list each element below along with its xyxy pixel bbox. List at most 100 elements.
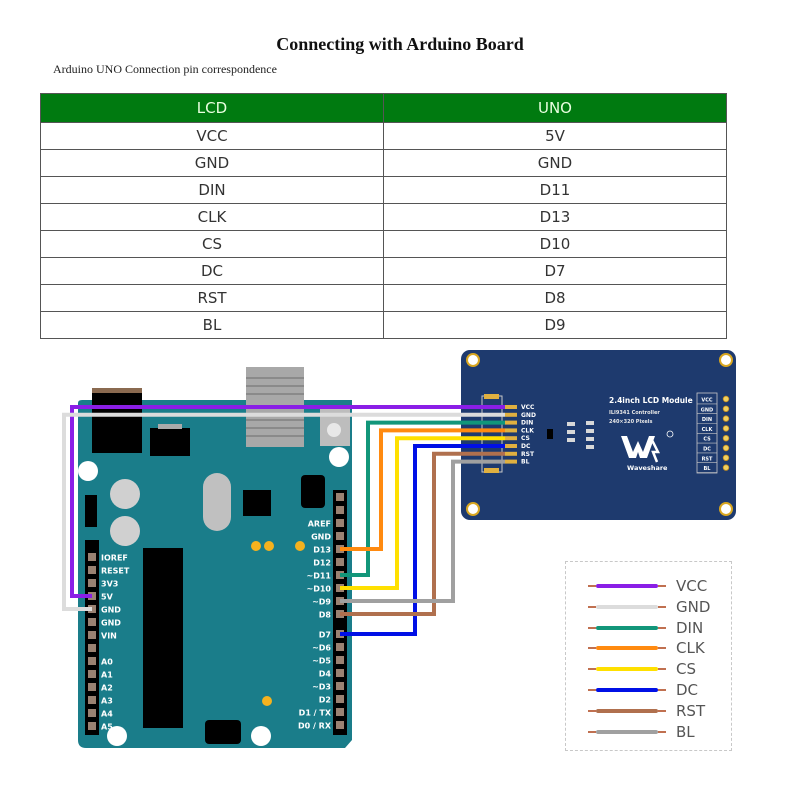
uno-pin-cell: 5V (383, 122, 727, 150)
voltage-regulator (150, 428, 190, 456)
reset-button-cap (327, 423, 341, 437)
mounting-hole (78, 461, 98, 481)
lcd-pin-label: VCC (521, 404, 535, 411)
wire-rst (340, 451, 505, 616)
lcd-controller-text: ILI9341 Controller (609, 410, 660, 416)
lcd-pad (505, 412, 517, 417)
legend-label: CS (676, 660, 696, 678)
wire-swatch (588, 688, 666, 692)
legend-label: DC (676, 681, 699, 699)
lcd-pin-cell: GND (40, 149, 384, 177)
right-header-pins: AREFGNDD13D12~D11~D10~D9D8D7~D6~D5D4~D3D… (298, 493, 344, 731)
lcd-pad (505, 444, 517, 448)
header-pin (88, 579, 96, 587)
lcd-pin-label: CLK (521, 427, 534, 434)
pin-label: ~D6 (312, 644, 331, 653)
lcd-header-label: DC (703, 447, 711, 453)
header-pin (88, 670, 96, 678)
legend-label: VCC (676, 577, 708, 595)
header-pin (88, 709, 96, 717)
pin-label: GND (101, 619, 121, 628)
wire-clk (340, 428, 505, 551)
pin-label: 5V (101, 593, 114, 602)
fuse (85, 495, 97, 527)
lcd-pcb (461, 350, 736, 520)
lcd-header-label: GND (701, 407, 713, 413)
header-pin (336, 695, 344, 703)
lcd-pin-label: CS (521, 435, 530, 442)
pin-label: 3V3 (101, 580, 118, 589)
wire-bl (340, 459, 505, 603)
pin-label: GND (311, 533, 331, 542)
wire-swatch (588, 646, 666, 650)
lcd-mounting-hole (719, 353, 733, 367)
regulator-tab (158, 424, 182, 429)
connector-tab (484, 468, 499, 473)
lcd-header-label: CLK (702, 427, 714, 433)
transistor (547, 429, 553, 439)
header-pin (336, 506, 344, 514)
lcd-header-pin (722, 405, 730, 412)
header-pin (88, 618, 96, 626)
uno-pin-cell: D7 (383, 257, 727, 285)
legend-item-cs: CS (588, 659, 696, 679)
lcd-pad (505, 428, 517, 433)
pin-label: AREF (308, 520, 331, 529)
legend-item-bl: BL (588, 722, 695, 742)
legend-item-clk: CLK (588, 638, 705, 658)
legend-item-din: DIN (588, 618, 704, 638)
legend-label: DIN (676, 619, 704, 637)
uno-pin-cell: D8 (383, 284, 727, 312)
lcd-pin-cell: DIN (40, 176, 384, 204)
pin-label: D2 (319, 696, 331, 705)
wire-color-legend: VCC GND DIN CLK CS DC RST BL (565, 561, 732, 751)
uno-pin-cell: GND (383, 149, 727, 177)
pin-label: A2 (101, 684, 113, 693)
pin-label: D13 (313, 546, 331, 555)
waveshare-logo-icon (621, 430, 674, 463)
wire-swatch (588, 667, 666, 671)
lcd-pin-label: DC (521, 443, 531, 450)
page-subtitle: Arduino UNO Connection pin correspondenc… (53, 62, 277, 76)
lcd-resolution-text: 240×320 Pixels (609, 419, 653, 425)
column-header-uno: UNO (383, 93, 727, 123)
lcd-pin-cell: DC (40, 257, 384, 285)
capacitor (110, 516, 140, 546)
header-pin (88, 566, 96, 574)
legend-label: CLK (676, 639, 705, 657)
lcd-pin-cell: VCC (40, 122, 384, 150)
pin-label: D4 (319, 670, 332, 679)
pin-label: D7 (319, 631, 331, 640)
wire-dc (340, 444, 505, 636)
lcd-pin-label: BL (521, 459, 530, 466)
lcd-pin-label: DIN (521, 420, 533, 427)
lcd-connector-pads (505, 405, 517, 464)
lcd-pin-cell: CS (40, 230, 384, 258)
lcd-header-label: BL (704, 466, 712, 472)
column-header-lcd: LCD (40, 93, 384, 123)
icsp-header-bottom (205, 720, 241, 744)
mounting-hole (329, 447, 349, 467)
header-pin (336, 656, 344, 664)
lcd-pad (505, 405, 517, 409)
header-pin (88, 722, 96, 730)
pin-label: RESET (101, 567, 130, 576)
lcd-pin-label: GND (521, 412, 536, 419)
header-pin (336, 643, 344, 651)
lcd-header-pin (722, 415, 730, 422)
legend-label: GND (676, 598, 711, 616)
lcd-module-title: 2.4inch LCD Module (609, 396, 693, 405)
header-pin (336, 682, 344, 690)
lcd-mounting-hole (466, 353, 480, 367)
header-pin (88, 657, 96, 665)
legend-label: BL (676, 723, 695, 741)
header-pin (336, 532, 344, 540)
pin-label: ~D3 (312, 683, 331, 692)
lcd-header-label: RST (702, 456, 713, 462)
